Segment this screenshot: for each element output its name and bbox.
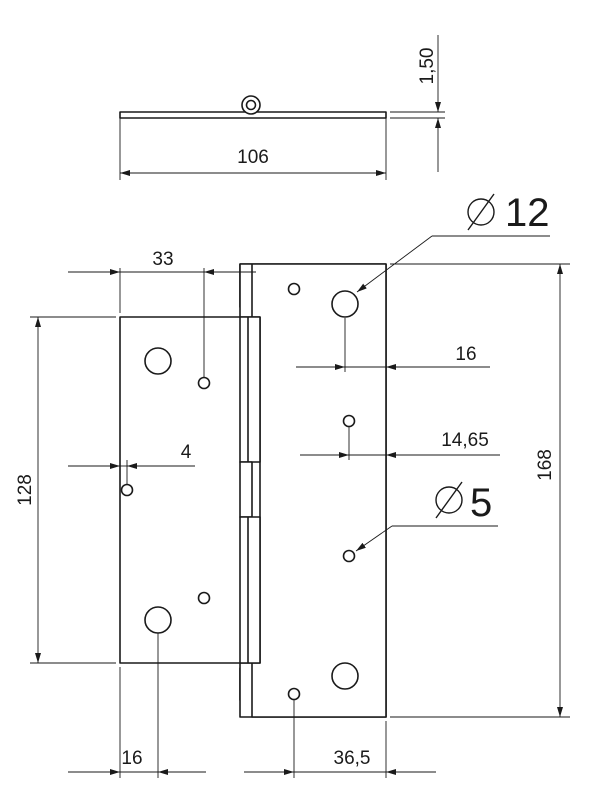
small-hole <box>287 282 301 296</box>
knuckle-notch <box>239 461 253 518</box>
small-hole <box>342 414 356 428</box>
large-hole <box>331 290 359 318</box>
large-hole <box>144 347 172 375</box>
small-hole <box>287 687 301 701</box>
large-hole <box>144 606 172 634</box>
dim-label-36-5: 36,5 <box>334 748 371 769</box>
leader-line-5 <box>355 525 393 552</box>
knuckle-segment <box>239 316 261 463</box>
knuckle-segment <box>239 516 261 664</box>
left-leaf <box>119 316 261 664</box>
dim-label-16-bottom: 16 <box>121 748 142 769</box>
top-view: 106 1,50 <box>119 35 445 180</box>
small-hole <box>197 376 211 390</box>
small-hole <box>120 483 134 497</box>
small-hole <box>342 549 356 563</box>
dim-label-106: 106 <box>237 147 269 168</box>
dim-label-14-65: 14,65 <box>441 430 489 451</box>
large-hole <box>331 662 359 690</box>
diameter-symbol-5 <box>435 486 463 514</box>
right-leaf-outline <box>239 263 387 718</box>
dim-label-dia-5: 5 <box>470 481 492 525</box>
dim-label-thickness: 1,50 <box>417 48 438 85</box>
front-dimensions: 33 12 16 14,65 4 5 128 <box>15 191 570 778</box>
dim-label-128: 128 <box>15 474 36 506</box>
dim-label-dia-12: 12 <box>505 191 550 235</box>
diameter-symbol-12 <box>467 198 495 226</box>
dim-label-4: 4 <box>181 442 192 463</box>
front-view <box>119 263 387 718</box>
small-hole <box>197 591 211 605</box>
diameter-symbol-5 <box>435 481 463 519</box>
hinge-knuckle-pin <box>245 99 257 111</box>
dim-label-16-right: 16 <box>455 344 476 365</box>
dim-label-168: 168 <box>535 449 556 481</box>
dim-label-33: 33 <box>152 249 173 270</box>
diameter-symbol-12 <box>467 193 495 231</box>
